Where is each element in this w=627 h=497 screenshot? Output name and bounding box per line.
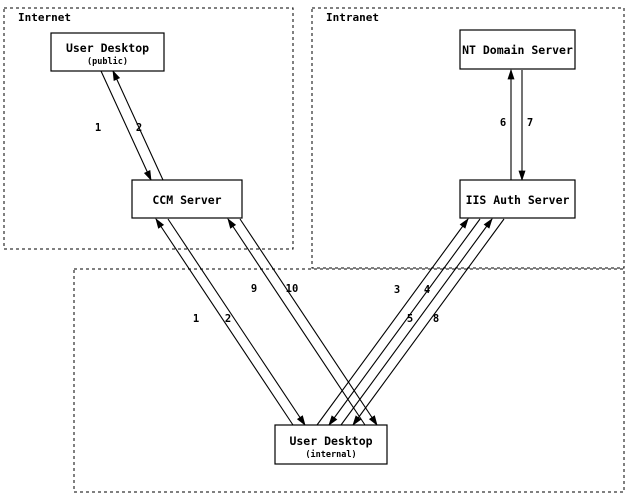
arrow-head-icon [227, 218, 237, 229]
node-label-user-desktop-public: User Desktop [66, 41, 149, 55]
step-label-flow-8: 8 [433, 313, 439, 325]
flow-flow-8 [352, 218, 505, 426]
node-ccm-server[interactable]: CCM Server [131, 179, 243, 219]
flow-flow-1-public [100, 70, 152, 182]
flow-line-flow-5 [340, 218, 493, 426]
arrow-head-icon [483, 218, 493, 229]
arrow-head-icon [143, 170, 152, 182]
flow-flow-5 [340, 218, 493, 426]
step-label-flow-1-public: 1 [95, 122, 101, 134]
step-label-flow-1-internal: 1 [193, 313, 199, 325]
step-label-flow-9: 9 [251, 283, 257, 295]
flow-flow-7 [518, 70, 526, 182]
node-box-ccm-server[interactable] [131, 179, 243, 219]
step-label-flow-2-public: 2 [136, 122, 142, 134]
flow-line-flow-4 [328, 218, 481, 426]
flow-flow-3 [316, 218, 469, 426]
flow-flow-6 [507, 68, 515, 180]
flow-line-flow-9 [227, 218, 366, 426]
arrow-head-icon [155, 218, 165, 229]
node-label-user-desktop-internal: User Desktop [289, 434, 372, 448]
flow-flow-2-internal [167, 218, 306, 426]
zone-border-internal [73, 268, 625, 493]
arrow-head-icon [296, 415, 306, 426]
flow-line-flow-1-public [100, 70, 152, 181]
flow-line-flow-1-internal [155, 218, 294, 426]
arrow-head-icon [507, 68, 515, 80]
flow-flow-2-public [112, 69, 164, 181]
arrow-head-icon [112, 69, 121, 81]
flow-line-flow-3 [316, 218, 469, 426]
zone-internal [73, 268, 625, 493]
node-box-iis-auth-server[interactable] [459, 179, 576, 219]
step-label-flow-2-internal: 2 [225, 313, 231, 325]
arrow-head-icon [368, 415, 378, 426]
node-box-user-desktop-public[interactable] [50, 32, 165, 72]
flow-group [100, 68, 526, 426]
zone-label-intranet: Intranet [326, 11, 379, 24]
node-user-desktop-public[interactable]: User Desktop(public) [50, 32, 165, 72]
node-nt-domain-server[interactable]: NT Domain Server [459, 29, 576, 70]
node-sublabel-user-desktop-public: (public) [87, 56, 128, 67]
node-label-iis-auth-server: IIS Auth Server [466, 193, 570, 207]
zone-internet: Internet [3, 7, 294, 250]
step-label-flow-5: 5 [407, 313, 413, 325]
node-label-nt-domain-server: NT Domain Server [462, 43, 573, 57]
arrow-head-icon [352, 415, 362, 426]
zone-group: Internet Intranet [3, 7, 625, 493]
node-box-nt-domain-server[interactable] [459, 29, 576, 70]
flow-flow-4 [328, 218, 481, 426]
node-box-user-desktop-internal[interactable] [274, 424, 388, 465]
flow-line-flow-8 [352, 218, 505, 426]
step-label-flow-10: 10 [286, 283, 299, 295]
flow-flow-9 [227, 218, 366, 426]
node-user-desktop-internal[interactable]: User Desktop(internal) [274, 424, 388, 465]
flow-line-flow-2-internal [167, 218, 306, 426]
flow-flow-1-internal [155, 218, 294, 426]
node-iis-auth-server[interactable]: IIS Auth Server [459, 179, 576, 219]
zone-label-internet: Internet [18, 11, 71, 24]
flow-line-flow-2-public [112, 70, 164, 181]
node-label-ccm-server: CCM Server [152, 193, 221, 207]
step-label-flow-6: 6 [500, 117, 506, 129]
step-label-flow-4: 4 [424, 284, 430, 296]
step-label-flow-3: 3 [394, 284, 400, 296]
arrow-head-icon [459, 218, 469, 229]
arrow-head-icon [518, 170, 526, 182]
node-sublabel-user-desktop-internal: (internal) [305, 449, 356, 460]
step-label-group: 1 2 1 2 9 10 3 4 5 8 6 7 [95, 117, 533, 325]
step-label-flow-7: 7 [527, 117, 533, 129]
flow-line-flow-10 [239, 218, 378, 426]
zone-border-internet [3, 7, 294, 250]
arrow-head-icon [328, 415, 338, 426]
flow-flow-10 [239, 218, 378, 426]
